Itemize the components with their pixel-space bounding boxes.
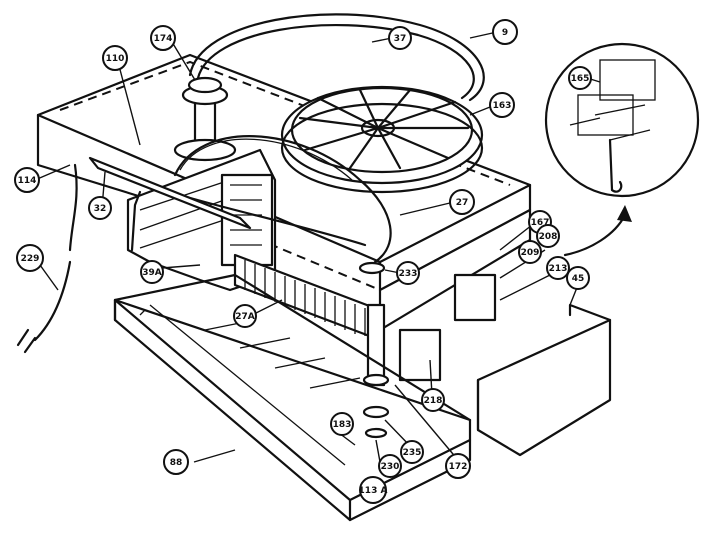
callout-layer: 9 37 174 110 163 165 114 32 27 167 208 209 213 45 229 3… — [14, 19, 592, 504]
callout-label: 39A — [142, 268, 162, 278]
callout-label: 213 — [549, 264, 568, 274]
callout-circle — [449, 189, 475, 215]
callout-label: 218 — [424, 396, 443, 406]
callout-label: 235 — [403, 448, 422, 458]
callout-circle — [330, 412, 354, 436]
callout-label: 208 — [539, 232, 558, 242]
tray — [113, 273, 472, 522]
callout-label: 37 — [394, 34, 407, 44]
drive-belt — [188, 13, 485, 102]
callout-label: 163 — [493, 101, 512, 111]
callout-label: 45 — [572, 274, 585, 284]
callout-circle — [518, 240, 542, 264]
callout-circle — [492, 19, 518, 45]
callout-9: 9 — [492, 19, 518, 45]
callout-233: 233 — [396, 261, 420, 285]
callout-circle — [102, 45, 128, 71]
callout-213: 213 — [546, 256, 570, 280]
callout-183: 183 — [330, 412, 354, 436]
callout-45: 45 — [566, 266, 590, 290]
callout-label: 110 — [106, 54, 125, 64]
callout-circle — [163, 449, 189, 475]
power-cord — [16, 163, 78, 354]
brush-comb — [233, 253, 382, 342]
callout-37: 37 — [388, 26, 412, 50]
callout-circle — [421, 388, 445, 412]
side-cover — [476, 303, 612, 457]
callout-32: 32 — [88, 196, 112, 220]
callout-label: 32 — [94, 204, 107, 214]
callout-110: 110 — [102, 45, 128, 71]
callout-circle — [400, 440, 424, 464]
callout-label: 113 A — [359, 486, 388, 496]
callout-165: 165 — [568, 66, 592, 90]
callout-163: 163 — [489, 92, 515, 118]
callout-172: 172 — [445, 453, 471, 479]
callout-circle — [150, 25, 176, 51]
callout-27: 27 — [449, 189, 475, 215]
callout-229: 229 — [16, 244, 44, 272]
callout-218: 218 — [421, 388, 445, 412]
callout-label: 27 — [456, 198, 469, 208]
callout-circle — [233, 304, 257, 328]
callout-88: 88 — [163, 449, 189, 475]
callout-label: 183 — [333, 420, 352, 430]
callout-209: 209 — [518, 240, 542, 264]
callout-circle — [536, 224, 560, 248]
callout-39a: 39A — [140, 260, 164, 284]
callout-label: 209 — [521, 248, 540, 258]
callout-circle — [396, 261, 420, 285]
callout-circle — [489, 92, 515, 118]
callout-circle — [568, 66, 592, 90]
callout-label: 165 — [571, 74, 590, 84]
callout-circle — [546, 256, 570, 280]
callout-114: 114 — [14, 167, 40, 193]
inset-detail — [544, 42, 700, 198]
callout-circle — [14, 167, 40, 193]
callout-label: 174 — [154, 34, 173, 44]
side-rail — [88, 156, 252, 252]
callout-circle — [140, 260, 164, 284]
callout-circle — [388, 26, 412, 50]
callout-label: 233 — [399, 269, 418, 279]
callout-circle — [445, 453, 471, 479]
callout-label: 172 — [449, 462, 468, 472]
callout-label: 167 — [531, 218, 550, 228]
callout-208: 208 — [536, 224, 560, 248]
callout-230: 230 — [378, 454, 402, 478]
callout-label: 229 — [21, 254, 40, 264]
callout-circle — [359, 476, 387, 504]
motor-housing — [126, 148, 277, 292]
callout-label: 27A — [235, 312, 255, 322]
callout-circle — [16, 244, 44, 272]
callout-27a: 27A — [233, 304, 257, 328]
callout-label: 114 — [18, 176, 37, 186]
callout-label: 9 — [502, 28, 508, 38]
callout-174: 174 — [150, 25, 176, 51]
callout-113a: 113 A — [359, 476, 388, 504]
callout-label: 230 — [381, 462, 400, 472]
callout-circle — [566, 266, 590, 290]
motor-pulley — [173, 76, 237, 162]
callout-circle — [378, 454, 402, 478]
callout-circle — [88, 196, 112, 220]
callout-label: 88 — [170, 458, 183, 468]
callout-235: 235 — [400, 440, 424, 464]
detail-arrow — [563, 205, 632, 257]
